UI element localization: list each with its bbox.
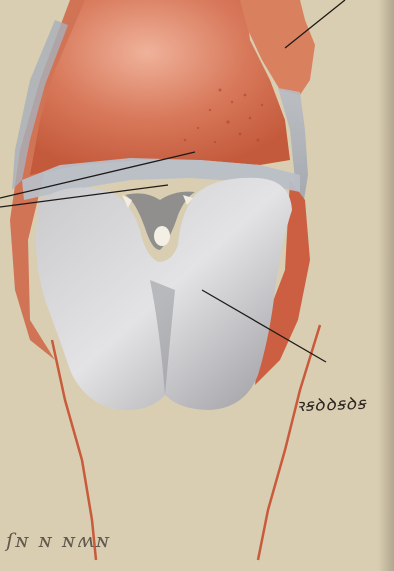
- page-edge-shadow: [378, 0, 394, 571]
- figure-label: ꝛꞩꝺꝺꞩꝺꞩ: [296, 391, 367, 416]
- bottom-caption: ſɴ ɴ ɴʍɴ: [6, 528, 111, 552]
- notch-highlight: [154, 226, 170, 246]
